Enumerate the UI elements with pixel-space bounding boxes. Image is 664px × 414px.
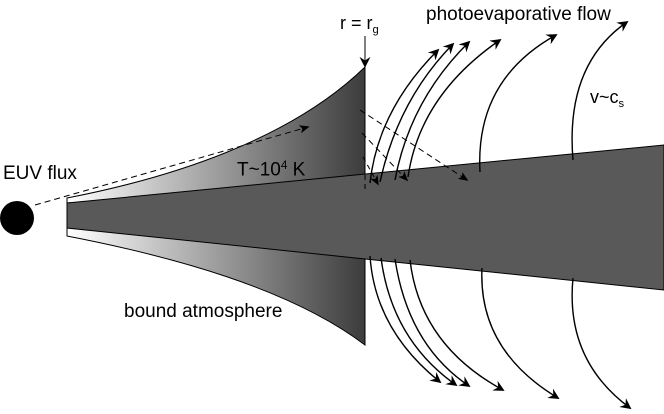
- flow-arrow-up-5: [479, 34, 558, 173]
- flow-arrow-down-6: [571, 277, 632, 410]
- temperature-prefix: T~10: [237, 159, 281, 181]
- flow-arrow-down-1: [369, 255, 442, 384]
- temperature-suffix: K: [287, 159, 306, 181]
- temperature-exponent: 4: [280, 159, 288, 172]
- flow-arrow-down-3: [394, 258, 471, 388]
- flow-arrow-up-6: [571, 20, 629, 161]
- scatter-ray-1: [359, 109, 469, 181]
- flow-arrow-down-4: [409, 259, 505, 391]
- velocity-prefix: v~c: [590, 87, 619, 107]
- flow-arrow-up-1: [369, 48, 440, 184]
- velocity-label: v~cs: [590, 88, 624, 110]
- euv-ray: [34, 125, 310, 206]
- atmosphere-upper: [66, 65, 366, 204]
- atmosphere-lower: [66, 227, 366, 347]
- scatter-ray-2: [361, 132, 409, 182]
- flow-arrow-down-2: [380, 257, 458, 387]
- flow-arrows-upper: [369, 20, 629, 184]
- flow-arrow-up-3: [394, 40, 471, 181]
- flow-arrow-up-2: [379, 42, 455, 183]
- atmosphere-label: bound atmosphere: [124, 301, 283, 322]
- flow-arrow-up-4: [407, 38, 502, 178]
- star: [0, 201, 34, 235]
- radius-subscript: g: [372, 23, 379, 36]
- flow-arrows-lower: [369, 255, 632, 410]
- temperature-label: T~104 K: [237, 159, 306, 181]
- velocity-subscript: s: [618, 97, 625, 110]
- disk: [66, 144, 664, 291]
- flow-arrow-down-5: [481, 267, 560, 399]
- euv-flux-label: EUV flux: [3, 163, 77, 184]
- radius-label: r = rg: [340, 14, 379, 36]
- flow-label: photoevaporative flow: [426, 4, 611, 25]
- radius-prefix: r = r: [340, 13, 373, 33]
